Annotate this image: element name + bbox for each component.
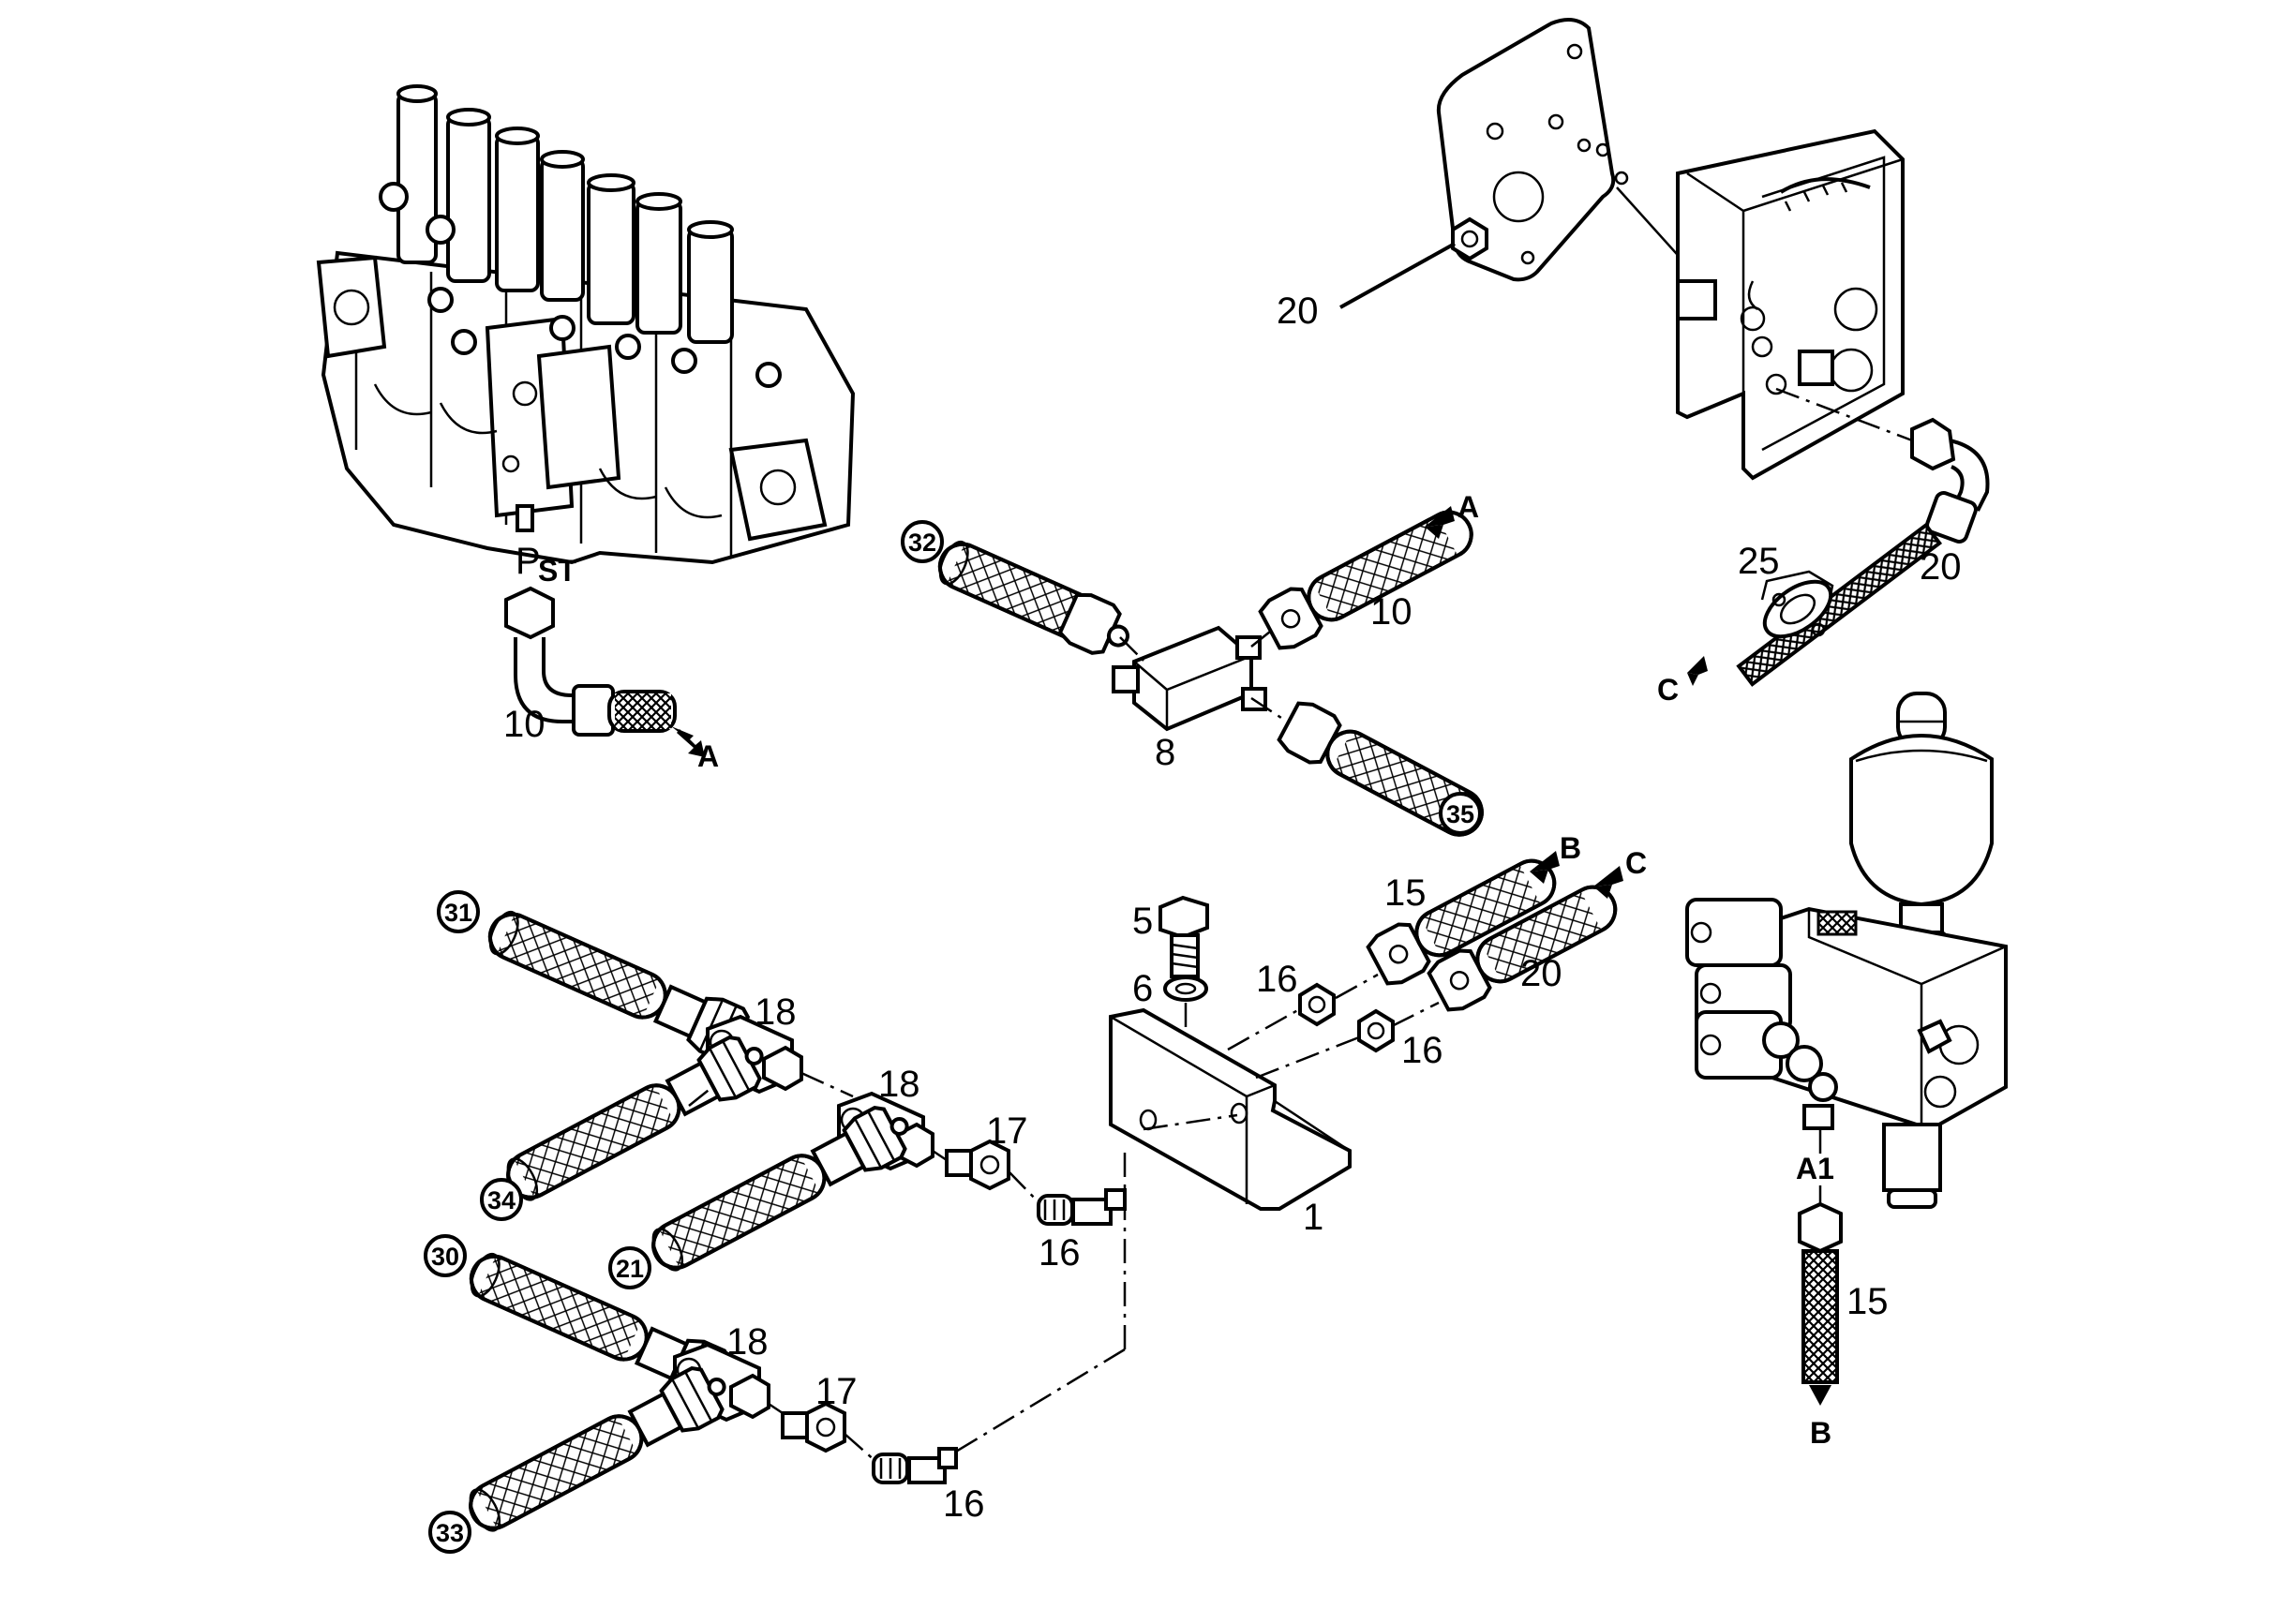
part-label-18-c: 18 (726, 1321, 769, 1363)
circled-ref-31 (437, 890, 480, 933)
control-valve-block (316, 84, 856, 565)
part-label-16-d: 16 (943, 1483, 985, 1525)
arrow-label-b-accumulator: B (1810, 1416, 1831, 1450)
hose-ref-33 (460, 1359, 737, 1542)
circled-ref-21 (608, 1246, 651, 1289)
nut-dash-b (1255, 1034, 1365, 1080)
accumulator-valve-assembly (1685, 692, 2008, 1209)
part-label-25: 25 (1738, 541, 1780, 582)
hose20-dash (1391, 1001, 1440, 1028)
solenoid-cylinders (396, 84, 734, 344)
arrow-b-accumulator (1809, 1385, 1831, 1406)
part-label-18-b: 18 (878, 1064, 920, 1105)
housing-to-elbow-dash (1775, 387, 1913, 442)
circled-ref-30 (424, 1234, 467, 1277)
elbow-16-c (1037, 1188, 1127, 1226)
part-label-16-b: 16 (1401, 1030, 1443, 1071)
adapter-a-dash (1008, 1170, 1041, 1205)
arrow-b-bracket (1530, 851, 1560, 884)
hose-ref-34 (498, 1028, 774, 1211)
part-label-16-a: 16 (1256, 959, 1298, 1000)
mounting-plate (1436, 18, 1629, 282)
part-label-10-valve: 10 (503, 704, 546, 745)
adapter-17-a (945, 1139, 1010, 1191)
elbow-hose-20-right (1736, 417, 1990, 687)
adapter-b-dash (844, 1433, 877, 1463)
part-label-20-plate: 20 (1277, 291, 1319, 332)
part-label-1: 1 (1303, 1197, 1323, 1238)
hose-15-accumulator (1798, 1201, 1843, 1384)
part-label-17-b: 17 (815, 1371, 858, 1412)
bracket-diagonal-dash (946, 1348, 1126, 1459)
arrow-a-valve (671, 726, 705, 757)
hose15-dash (1335, 973, 1379, 1000)
part-label-20-bracket: 20 (1520, 953, 1562, 994)
hose-ref-32 (931, 535, 1129, 657)
part-label-16-c: 16 (1039, 1232, 1081, 1274)
circled-ref-34-label: 34 (487, 1186, 516, 1214)
port-label-a1: A1 (1796, 1152, 1834, 1185)
arrow-label-a-valve: A (697, 739, 719, 773)
nut-16-b (1357, 1009, 1395, 1052)
arrow-c-right (1687, 656, 1708, 686)
bracket-1 (1109, 1007, 1352, 1211)
circled-ref-35 (1439, 792, 1482, 835)
circled-ref-34 (480, 1178, 523, 1221)
tee-a-dash (800, 1071, 854, 1098)
tee-b-dash (932, 1149, 948, 1162)
electrical-housing (1676, 128, 1905, 481)
hose-10-tee (1258, 510, 1473, 650)
circled-ref-33-label: 33 (436, 1519, 464, 1547)
arrow-label-a-tee: A (1457, 490, 1479, 524)
tee-c-dash (768, 1402, 784, 1415)
part-label-17-a: 17 (986, 1110, 1028, 1152)
leader-20-plate (1339, 242, 1456, 309)
pst-port-subscript: ST (538, 554, 576, 588)
elbow-hose-10-valve (504, 586, 677, 737)
part-label-20-right: 20 (1920, 546, 1962, 588)
nut-dash-a (1227, 1006, 1304, 1051)
circled-ref-21-label: 21 (616, 1255, 644, 1283)
circled-ref-31-label: 31 (444, 899, 472, 927)
part-label-15-bracket: 15 (1384, 872, 1427, 914)
arrow-label-c-bracket: C (1625, 846, 1647, 880)
part-label-8: 8 (1155, 732, 1175, 773)
bracket-hole-dash (1143, 1113, 1238, 1131)
part-label-18-a: 18 (755, 991, 797, 1033)
arrow-a-tee (1425, 506, 1455, 539)
part-label-6: 6 (1132, 968, 1153, 1009)
part-label-5: 5 (1132, 901, 1153, 942)
hose-20-bracket (1427, 885, 1618, 1012)
arrow-label-c-right: C (1657, 673, 1679, 707)
pst-port-label: P (516, 541, 541, 582)
circled-ref-30-label: 30 (431, 1243, 459, 1271)
arrow-label-b-bracket: B (1560, 831, 1581, 865)
circled-ref-35-label: 35 (1446, 800, 1474, 828)
circled-ref-32-label: 32 (908, 529, 936, 557)
bolt-5 (1158, 895, 1209, 978)
part-label-10-tee: 10 (1370, 591, 1413, 633)
hose-15-bracket (1366, 858, 1557, 986)
part-label-15-accumulator: 15 (1846, 1281, 1889, 1322)
arrow-c-bracket (1593, 866, 1623, 899)
circled-ref-33 (428, 1511, 471, 1554)
circled-ref-32 (901, 520, 944, 563)
hose-ref-21 (643, 1098, 919, 1281)
elbow-16-d (872, 1447, 958, 1484)
nut-16-a (1298, 983, 1336, 1026)
tee-block-8 (1112, 625, 1267, 732)
washer-6 (1163, 976, 1208, 1002)
adapter-17-b (781, 1401, 846, 1453)
bulkhead-25 (1760, 570, 1834, 639)
